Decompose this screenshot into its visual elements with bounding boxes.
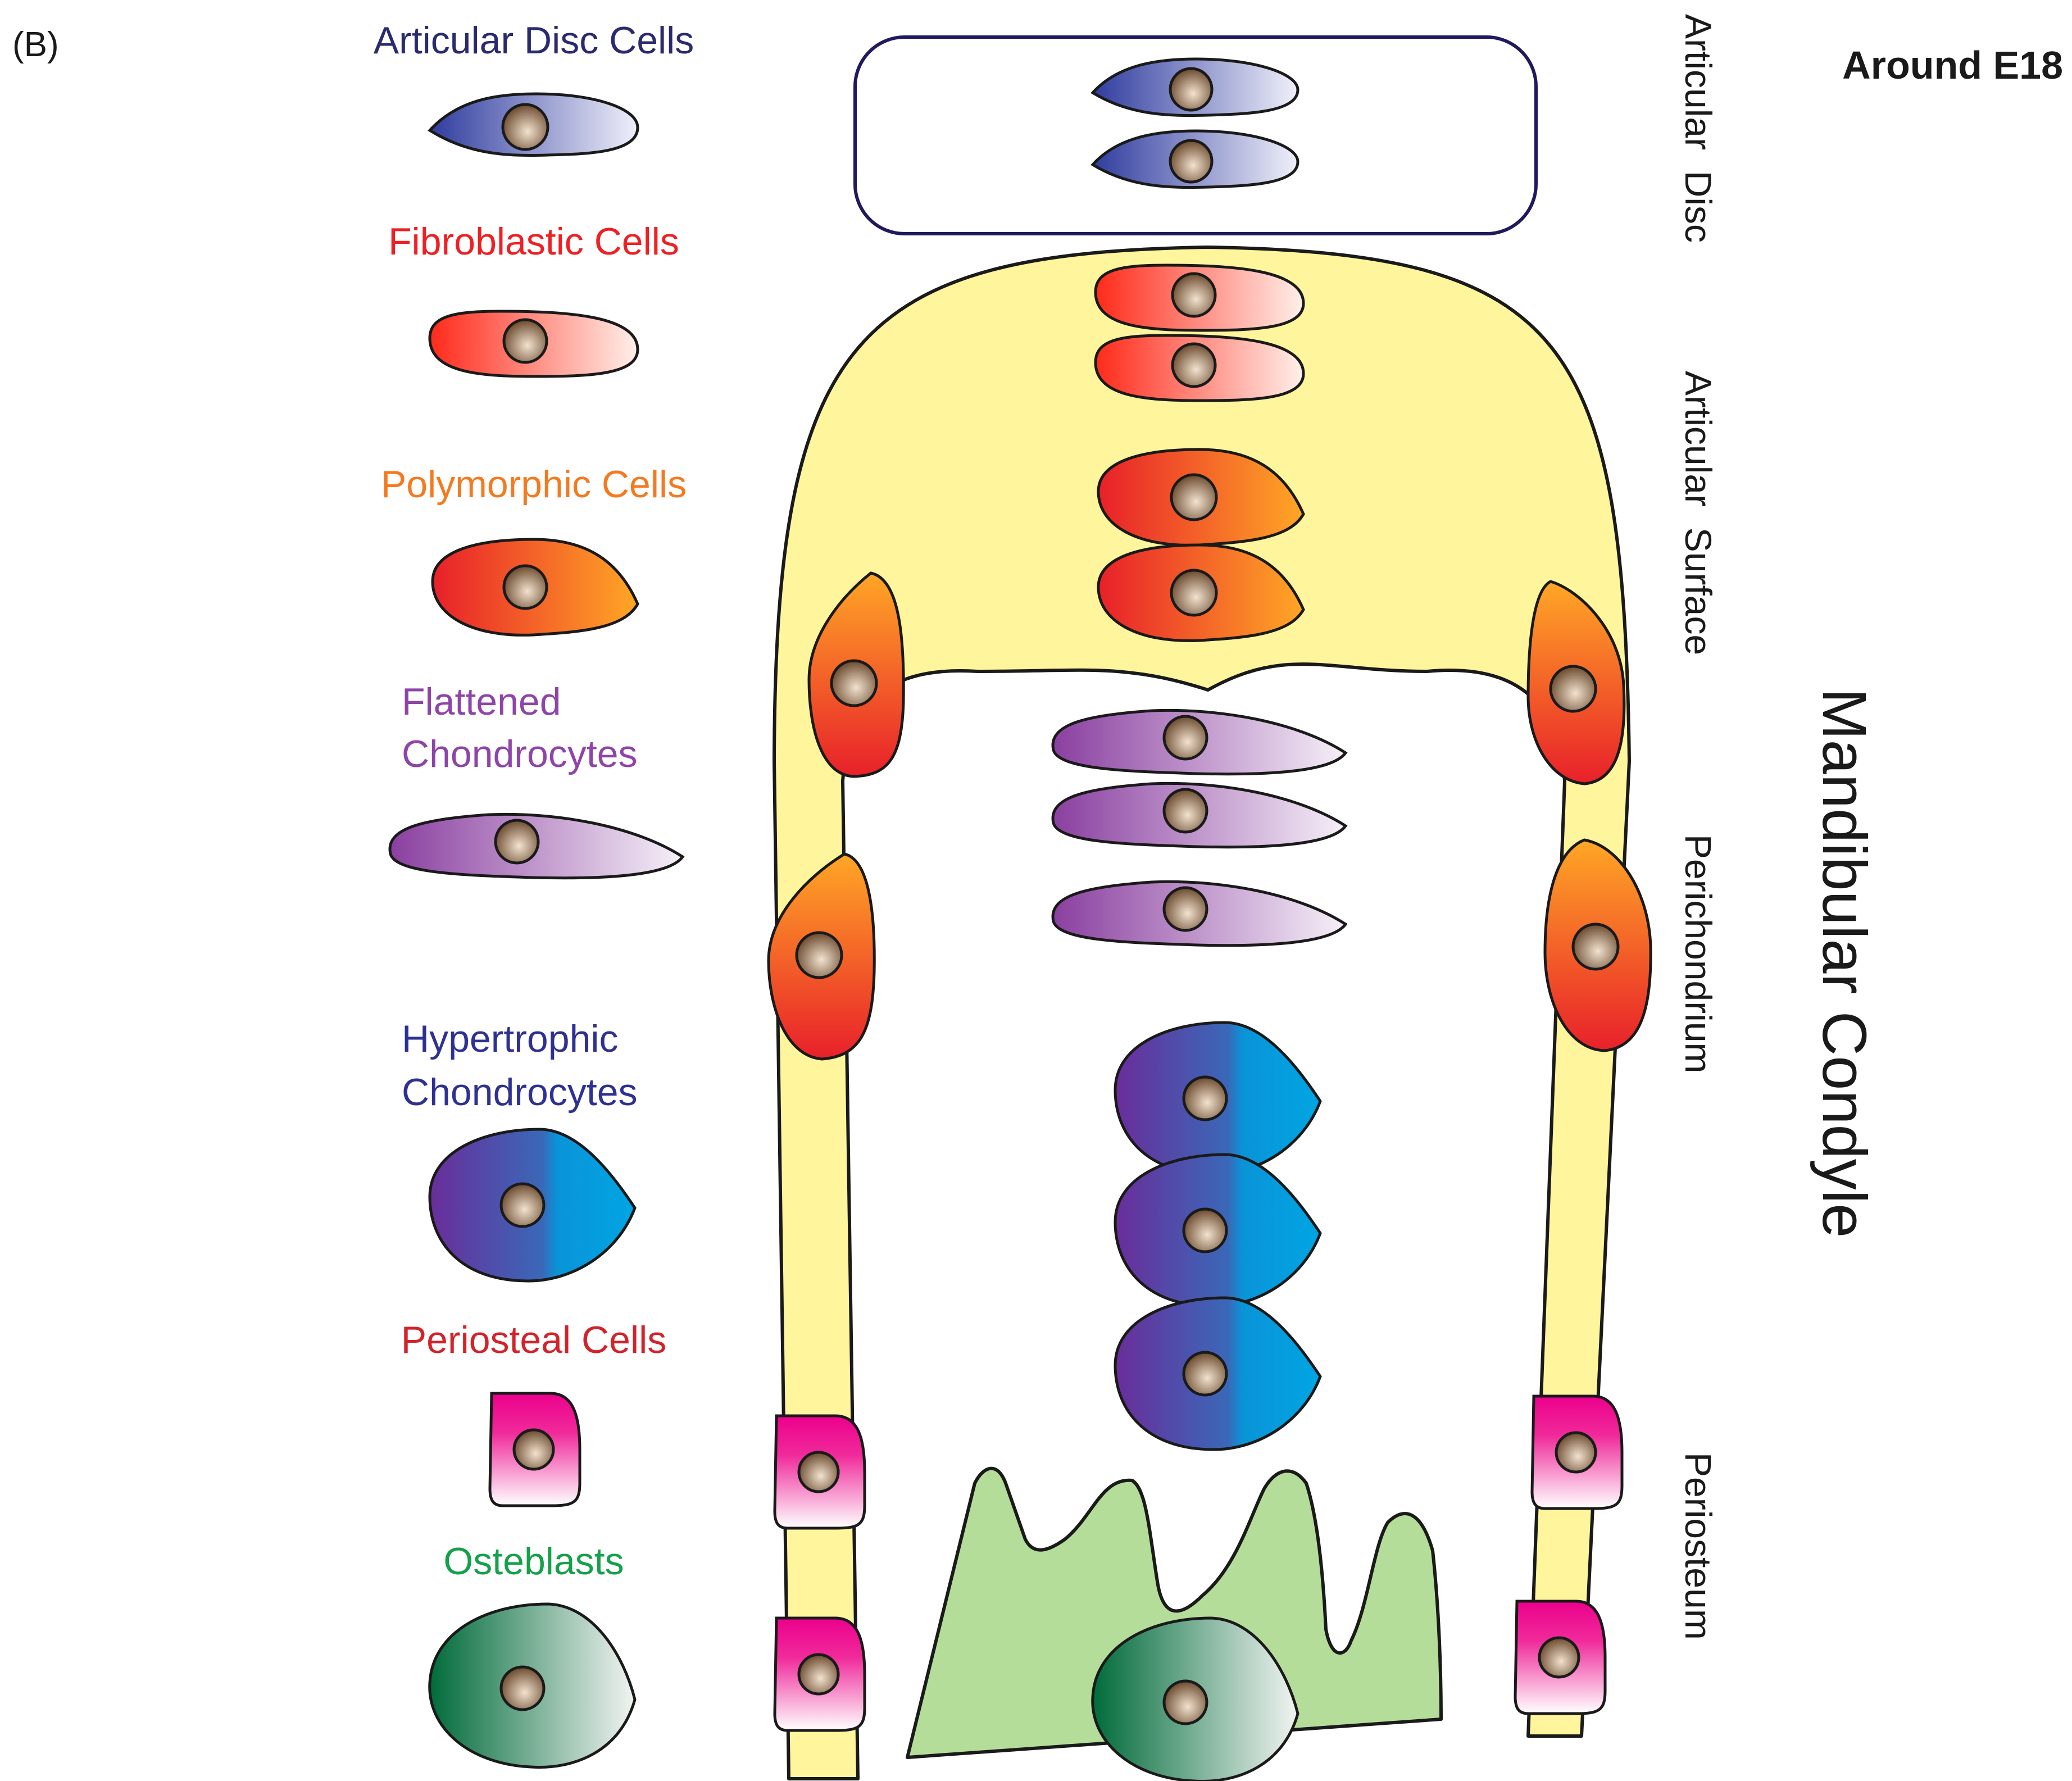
nucleus xyxy=(502,318,548,364)
perichondrial-cell-right-upper xyxy=(1526,580,1626,785)
osteoblast xyxy=(1091,1616,1299,1781)
legend-label-hypertrophic-line1: Hypertrophic xyxy=(402,1017,619,1060)
legend-hypertrophic-chondrocyte xyxy=(428,1128,637,1283)
nucleus xyxy=(1182,1207,1228,1253)
nucleus xyxy=(797,1451,840,1493)
polymorphic-cell xyxy=(1097,543,1305,642)
nucleus xyxy=(512,1428,555,1471)
periosteal-cell-right-upper xyxy=(1530,1394,1624,1510)
nucleus xyxy=(1170,473,1218,521)
stage-label: Around E18 xyxy=(1842,43,2063,87)
periosteal-cell-left-upper xyxy=(773,1414,866,1530)
periosteal-cell-left-lower xyxy=(773,1616,866,1732)
legend-osteoblast xyxy=(428,1602,637,1769)
nucleus xyxy=(1169,139,1214,184)
region-label-articular-disc: Articular Disc xyxy=(1678,14,1719,243)
legend-label-osteblasts: Osteblasts xyxy=(443,1540,624,1583)
hypertrophic-chondrocyte xyxy=(1114,1021,1322,1176)
legend-label-hypertrophic-line2: Chondrocytes xyxy=(402,1071,638,1114)
nucleus xyxy=(1555,1431,1597,1474)
nucleus xyxy=(795,931,843,979)
perichondrial-cell-left-lower xyxy=(767,852,876,1061)
nucleus xyxy=(1171,272,1217,318)
nucleus xyxy=(499,1182,546,1228)
nucleus xyxy=(499,1665,546,1711)
fibroblastic-cell xyxy=(1094,334,1305,402)
polymorphic-cell xyxy=(1097,448,1305,547)
region-label-periosteum: Periosteum xyxy=(1678,1452,1719,1640)
nucleus xyxy=(1162,886,1208,932)
disc-cell xyxy=(1090,57,1299,117)
nucleus xyxy=(1162,1679,1208,1725)
perichondrial-cell-right-lower xyxy=(1543,838,1652,1052)
nucleus xyxy=(1538,1636,1580,1679)
legend-polymorphic-cell xyxy=(431,538,639,637)
nucleus xyxy=(1549,665,1597,713)
flattened-chondrocyte xyxy=(1051,708,1348,776)
legend-fibroblastic-cell xyxy=(428,310,639,378)
panel-label: (B) xyxy=(12,25,59,64)
nucleus xyxy=(1571,923,1620,971)
structure-title: Mandibular Condyle xyxy=(1810,688,1879,1238)
fibroblastic-cell xyxy=(1094,263,1305,332)
legend-articular-disc-cell xyxy=(428,92,639,157)
legend-label-polymorphic-cells: Polymorphic Cells xyxy=(381,463,687,506)
legend-label-periosteal-cells: Periosteal Cells xyxy=(401,1319,666,1361)
legend-periosteal-cell xyxy=(488,1392,581,1507)
region-label-perichondrium: Perichondrium xyxy=(1678,834,1719,1074)
nucleus xyxy=(494,819,540,865)
nucleus xyxy=(830,659,878,707)
nucleus xyxy=(1169,67,1214,112)
disc-cell xyxy=(1090,129,1299,189)
bone-trabecular-region xyxy=(906,1466,1443,1759)
nucleus xyxy=(502,564,548,610)
perichondrial-cell-left-upper xyxy=(807,571,905,778)
nucleus xyxy=(1171,342,1217,388)
nucleus xyxy=(1162,715,1208,761)
flattened-chondrocyte xyxy=(1051,880,1348,947)
nucleus xyxy=(1170,569,1218,617)
hypertrophic-chondrocyte xyxy=(1114,1296,1322,1451)
periosteal-cell-right-lower xyxy=(1514,1600,1607,1715)
legend-label-fibroblastic-cells: Fibroblastic Cells xyxy=(388,220,679,263)
region-label-articular-surface: Articular Surface xyxy=(1678,371,1719,655)
legend-label-flattened-line2: Chondrocytes xyxy=(402,733,638,775)
flattened-chondrocyte xyxy=(1051,782,1348,849)
legend-label-flattened-line1: Flattened xyxy=(402,680,561,723)
legend-label-articular-disc-cells: Articular Disc Cells xyxy=(374,19,694,62)
nucleus xyxy=(1182,1075,1228,1121)
nucleus xyxy=(797,1653,840,1696)
legend-flattened-chondrocyte xyxy=(388,812,685,880)
nucleus xyxy=(1182,1351,1228,1397)
hypertrophic-chondrocyte xyxy=(1114,1153,1322,1308)
nucleus xyxy=(1162,788,1208,834)
nucleus xyxy=(501,103,549,151)
